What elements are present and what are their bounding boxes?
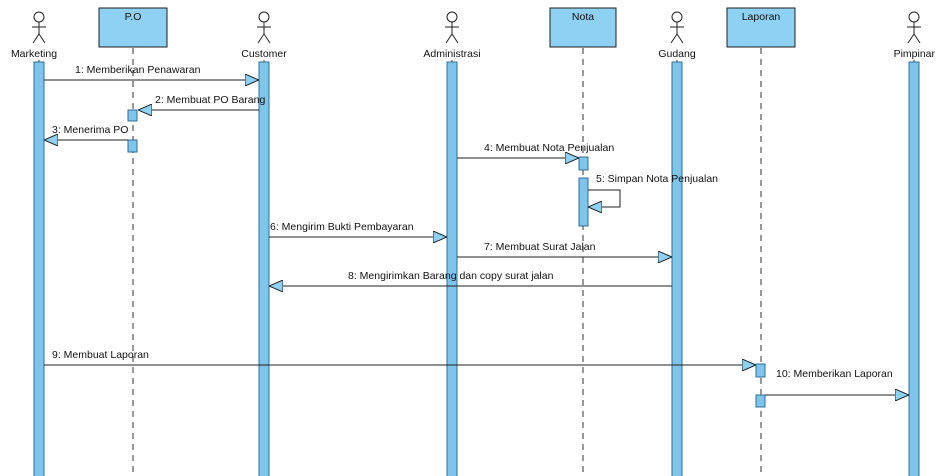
actor-labels: Marketing Customer Administrasi Gudang P…	[11, 48, 936, 60]
actor-label-pimpinan: Pimpinar	[894, 48, 936, 60]
message-labels: 1: Memberikan Penawaran 2: Membuat PO Ba…	[52, 64, 893, 380]
object-laporan	[726, 7, 796, 48]
actor-stickman-icon	[907, 11, 921, 44]
message-label-1: 1: Memberikan Penawaran	[75, 64, 201, 76]
object-laporan-label: Laporan	[742, 11, 781, 23]
message-label-5: 5: Simpan Nota Penjualan	[596, 173, 718, 185]
actor-label-gudang: Gudang	[658, 48, 696, 60]
object-nota-label: Nota	[572, 11, 594, 23]
activation-administrasi	[446, 61, 458, 476]
actor-stickman-icon	[445, 11, 459, 44]
message-label-3: 3: Menerima PO	[52, 124, 128, 136]
activation-pimpinan	[908, 61, 920, 476]
object-po	[98, 7, 168, 48]
message-label-4: 4: Membuat Nota Penjualan	[484, 142, 614, 154]
message-label-10: 10: Memberikan Laporan	[776, 368, 893, 380]
actors	[32, 11, 921, 44]
actor-stickman-icon	[32, 11, 46, 44]
lifelines	[38, 48, 915, 476]
messages	[44, 80, 909, 395]
actor-stickman-icon	[257, 11, 271, 44]
activation-gudang	[671, 61, 683, 476]
message-label-8: 8: Mengirimkan Barang dan copy surat jal…	[348, 270, 554, 282]
object-po-label: P.O	[125, 11, 142, 23]
actor-stickman-icon	[670, 11, 684, 44]
actor-label-customer: Customer	[241, 48, 287, 60]
activation-bars	[33, 61, 920, 476]
message-label-6: 6: Mengirim Bukti Pembayaran	[270, 221, 414, 233]
message-label-2: 2: Membuat PO Barang	[155, 94, 265, 106]
message-label-7: 7: Membuat Surat Jalan	[484, 241, 596, 253]
actor-label-marketing: Marketing	[11, 48, 57, 60]
activation-laporan-2	[755, 394, 766, 408]
activation-marketing	[33, 61, 45, 476]
activation-po-2	[127, 139, 138, 153]
message-arrow-5	[588, 189, 621, 207]
object-nota	[549, 7, 617, 48]
actor-label-administrasi: Administrasi	[423, 48, 480, 60]
object-boxes: P.O Nota Laporan	[98, 7, 796, 48]
message-label-9: 9: Membuat Laporan	[52, 349, 149, 361]
activation-po-1	[127, 109, 138, 122]
activation-customer	[258, 61, 270, 476]
activation-nota-2	[578, 177, 589, 227]
activation-laporan-1	[755, 363, 766, 378]
activation-nota-1	[578, 156, 589, 171]
